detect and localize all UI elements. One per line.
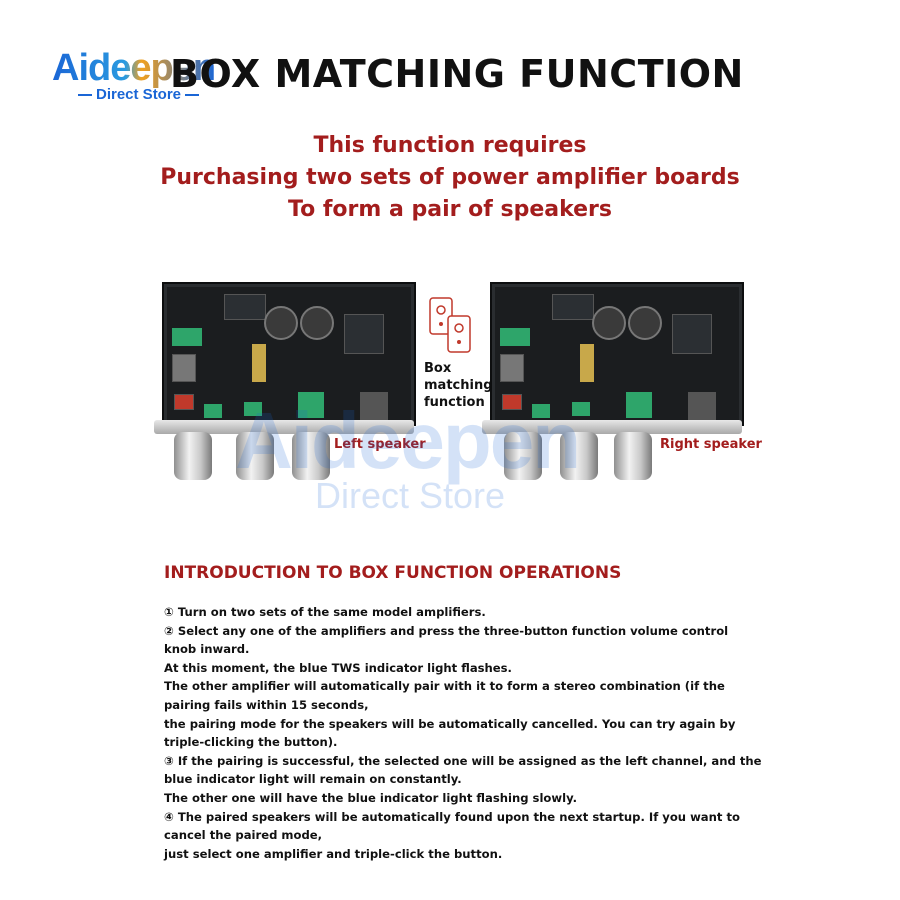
- step-line: At this moment, the blue TWS indicator l…: [164, 660, 512, 675]
- right-front-plate: [482, 420, 742, 434]
- right-knob-2: [560, 432, 598, 480]
- step-line: the pairing mode for the speakers will b…: [164, 716, 736, 750]
- step-line: ③ If the pairing is successful, the sele…: [164, 753, 762, 787]
- left-front-plate: [154, 420, 414, 434]
- step-line: ④ The paired speakers will be automatica…: [164, 809, 740, 843]
- amplifier-pair-photo: Left speaker Box matching function Right…: [154, 282, 762, 492]
- left-knob-3: [292, 432, 330, 480]
- requirement-line-3: To form a pair of speakers: [288, 197, 612, 222]
- left-speaker-label: Left speaker: [334, 437, 426, 452]
- step-line: ① Turn on two sets of the same model amp…: [164, 605, 486, 619]
- left-amplifier-board: [162, 282, 416, 426]
- step-line: The other amplifier will automatically p…: [164, 679, 725, 712]
- right-knob-3: [614, 432, 652, 480]
- intro-steps: ① Turn on two sets of the same model amp…: [164, 603, 764, 863]
- intro-title: INTRODUCTION TO BOX FUNCTION OPERATIONS: [164, 563, 622, 583]
- step-line: The other one will have the blue indicat…: [164, 790, 577, 805]
- requirement-line-2: Purchasing two sets of power amplifier b…: [160, 165, 740, 190]
- logo-wordmark: Aideepen: [52, 47, 216, 89]
- right-speaker-label: Right speaker: [660, 437, 762, 452]
- step-line: just select one amplifier and triple-cli…: [164, 846, 503, 861]
- left-knob-1: [174, 432, 212, 480]
- page-title: BOX MATCHING FUNCTION: [170, 52, 744, 96]
- speaker-pair-icon: [429, 297, 471, 353]
- box-matching-label: Box matching function: [424, 361, 493, 410]
- requirement-line-1: This function requires: [313, 133, 587, 158]
- brand-logo: Aideepen Direct Store: [52, 48, 252, 108]
- right-knob-1: [504, 432, 542, 480]
- step-line: ② Select any one of the amplifiers and p…: [164, 623, 729, 657]
- logo-tagline: Direct Store: [74, 86, 203, 103]
- requirement-text: This function requires Purchasing two se…: [0, 130, 900, 226]
- left-knob-2: [236, 432, 274, 480]
- right-amplifier-board: [490, 282, 744, 426]
